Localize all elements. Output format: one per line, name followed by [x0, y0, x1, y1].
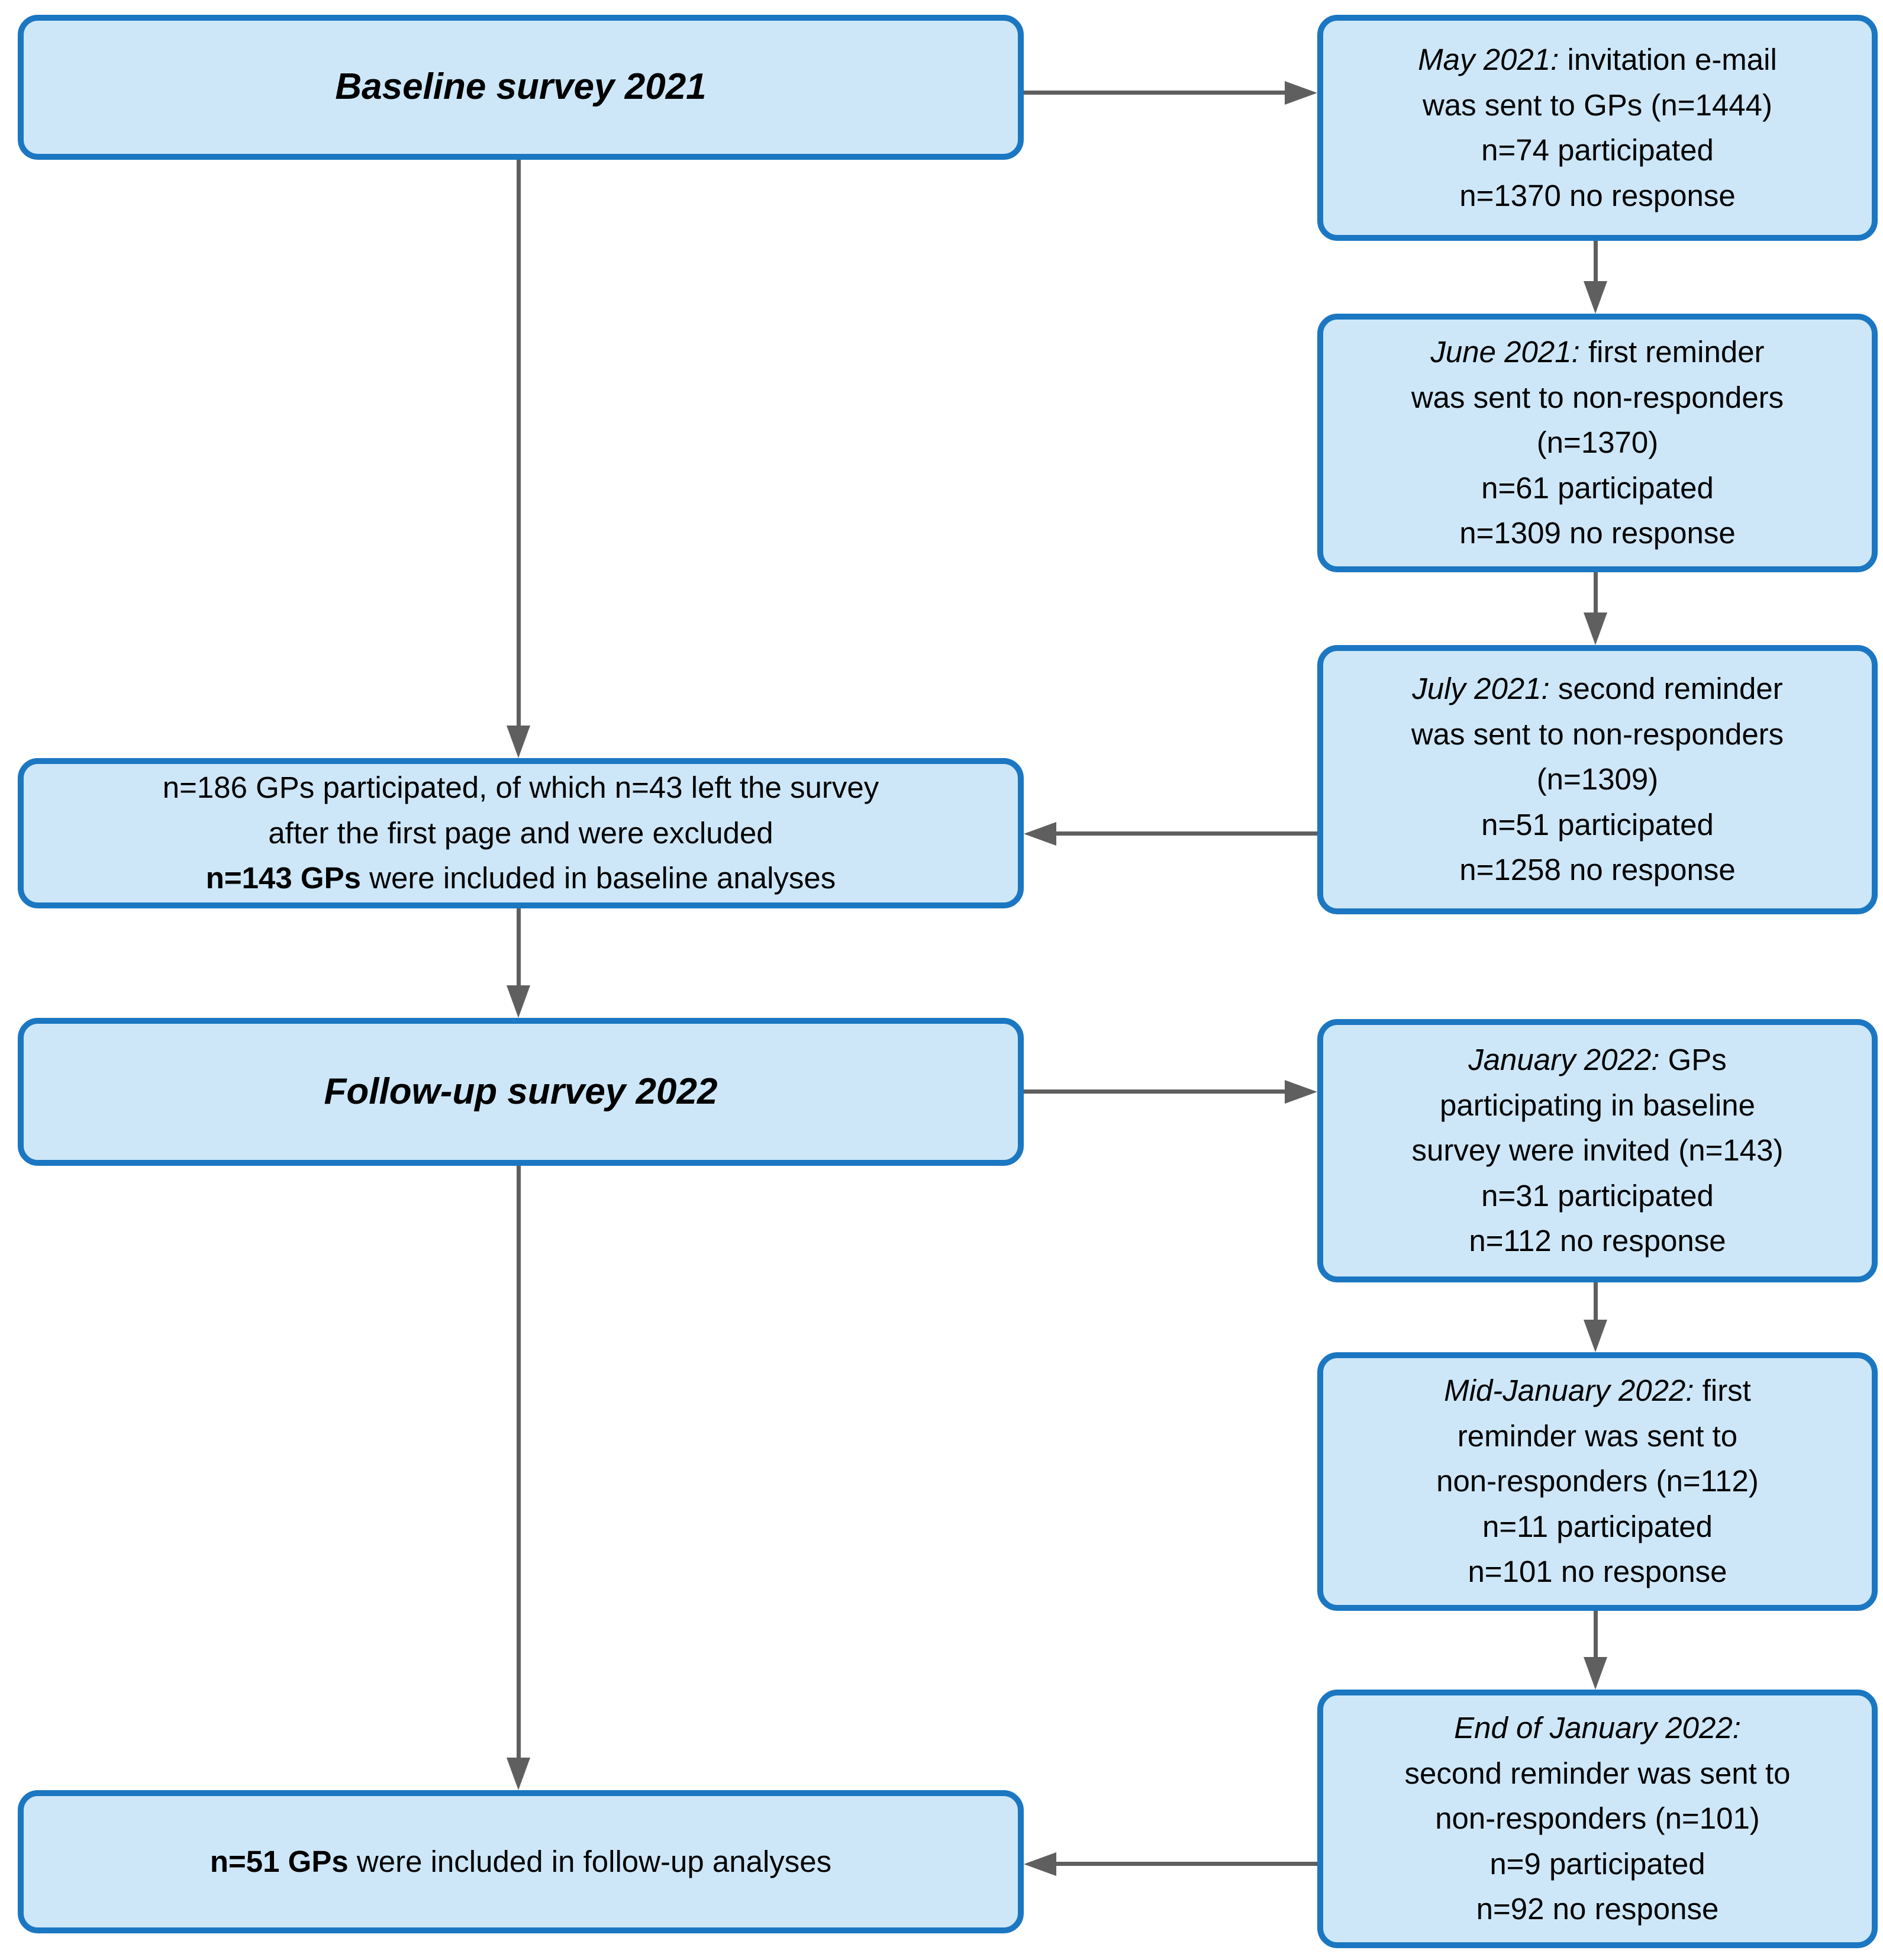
arrow-may-to-june-head [1584, 281, 1607, 314]
arrow-june-to-july-line [1594, 572, 1598, 612]
arrow-endjanuary-to-followup-result-line [1056, 1862, 1317, 1866]
arrow-may-to-june-line [1594, 241, 1598, 281]
arrow-baseline-to-result-line [517, 160, 521, 726]
box-followup-result-text: n=51 GPs were included in follow-up anal… [209, 1844, 832, 1878]
box-january-2022: January 2022: GPs participating in basel… [1317, 1019, 1878, 1282]
box-followup-survey: Follow-up survey 2022 [18, 1018, 1024, 1166]
arrow-followup-to-january-line [1024, 1089, 1285, 1094]
arrow-january-to-midjanuary-head [1584, 1320, 1607, 1352]
arrow-midjanuary-to-endjanuary-line [1594, 1611, 1598, 1657]
box-end-january-2022-text: End of January 2022: second reminder was… [1404, 1711, 1791, 1926]
arrow-followup-to-followup-result-head [507, 1758, 530, 1790]
box-may-2021: May 2021: invitation e-mail was sent to … [1317, 15, 1878, 241]
box-baseline-survey: Baseline survey 2021 [18, 15, 1024, 160]
arrow-january-to-midjanuary-line [1594, 1282, 1598, 1320]
arrow-june-to-july-head [1584, 612, 1607, 645]
box-mid-january-2022-text: Mid-January 2022: first reminder was sen… [1436, 1374, 1759, 1589]
box-july-2021: July 2021: second reminder was sent to n… [1317, 645, 1878, 914]
box-end-january-2022: End of January 2022: second reminder was… [1317, 1690, 1878, 1948]
box-mid-january-2022: Mid-January 2022: first reminder was sen… [1317, 1352, 1878, 1611]
arrow-followup-to-followup-result-line [517, 1166, 521, 1758]
box-july-2021-text: July 2021: second reminder was sent to n… [1411, 672, 1784, 887]
arrow-baseline-to-may-head [1285, 81, 1317, 105]
box-baseline-survey-text: Baseline survey 2021 [335, 66, 707, 108]
arrow-july-to-baseline-result-head [1024, 822, 1056, 846]
arrow-result-to-followup-line [517, 908, 521, 985]
box-may-2021-text: May 2021: invitation e-mail was sent to … [1418, 43, 1777, 212]
arrow-midjanuary-to-endjanuary-head [1584, 1657, 1607, 1690]
box-june-2021-text: June 2021: first reminder was sent to no… [1411, 335, 1784, 550]
arrow-baseline-to-may-line [1024, 91, 1285, 95]
box-june-2021: June 2021: first reminder was sent to no… [1317, 314, 1878, 572]
arrow-july-to-baseline-result-line [1056, 831, 1317, 836]
arrow-followup-to-january-head [1285, 1080, 1317, 1104]
arrow-baseline-to-result-head [507, 726, 530, 758]
box-baseline-result-text: n=186 GPs participated, of which n=43 le… [162, 771, 879, 895]
box-january-2022-text: January 2022: GPs participating in basel… [1411, 1043, 1784, 1258]
arrow-endjanuary-to-followup-result-head [1024, 1852, 1056, 1876]
box-followup-survey-text: Follow-up survey 2022 [324, 1071, 718, 1112]
box-followup-result: n=51 GPs were included in follow-up anal… [18, 1790, 1024, 1933]
arrow-result-to-followup-head [507, 985, 530, 1018]
box-baseline-result: n=186 GPs participated, of which n=43 le… [18, 758, 1024, 908]
